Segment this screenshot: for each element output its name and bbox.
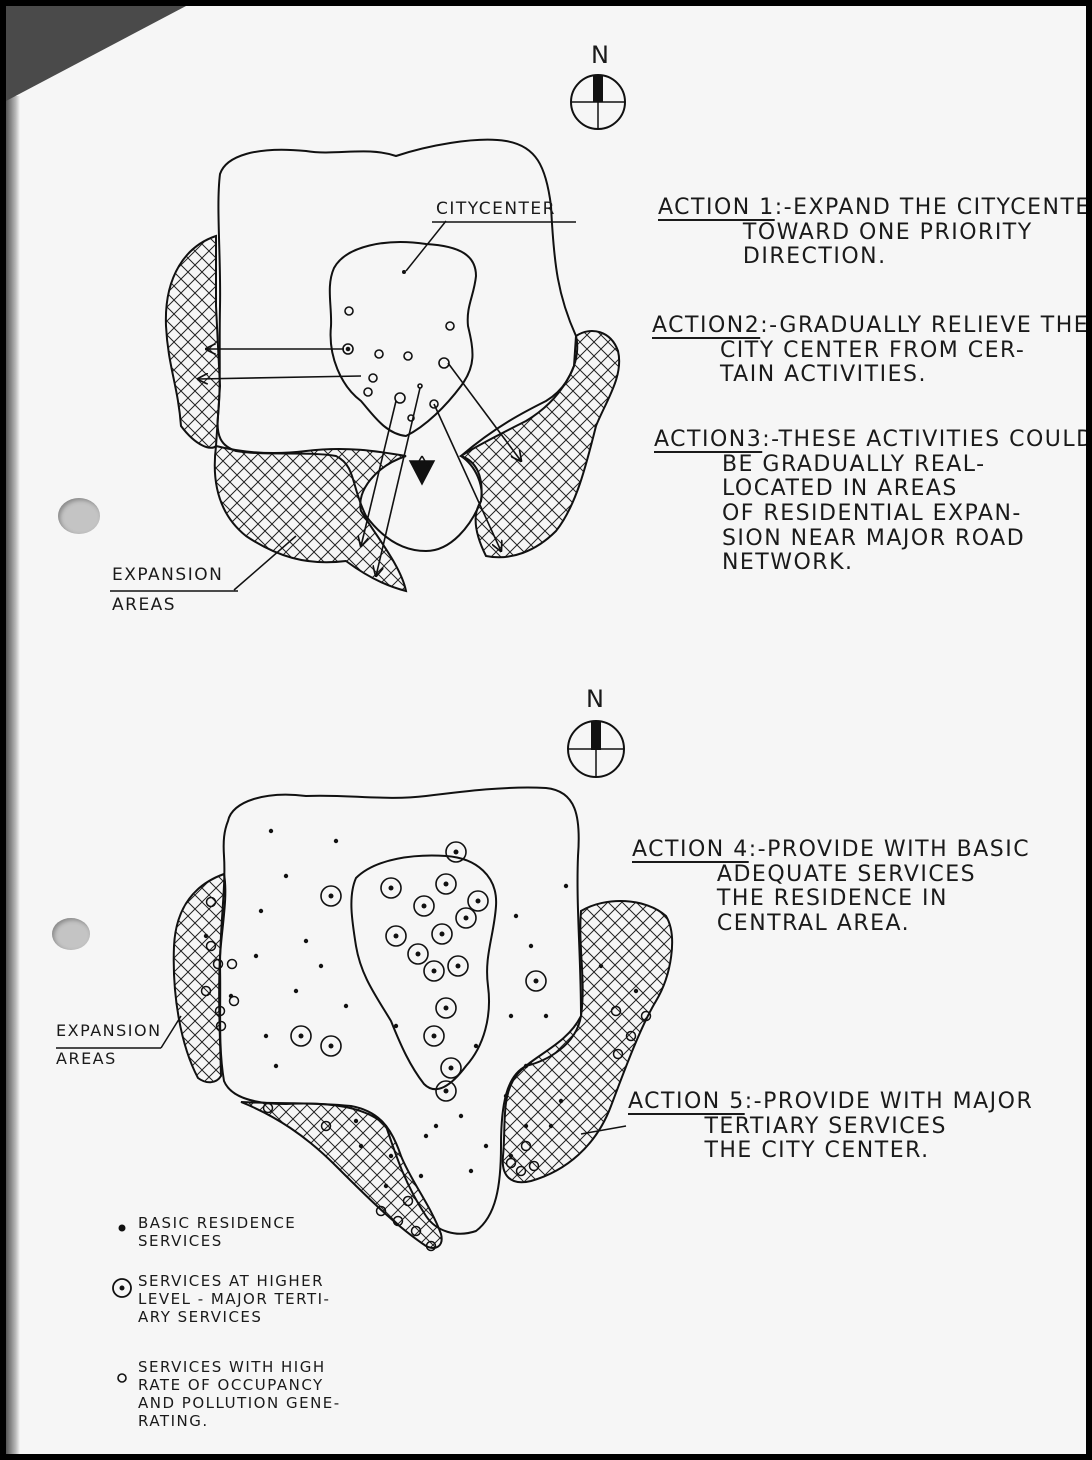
tertiary-service-center-icon [389, 886, 394, 891]
basic-service-dot-icon [469, 1169, 473, 1173]
bottom-tertiary-services [291, 842, 546, 1101]
basic-service-dot-icon [564, 884, 568, 888]
basic-service-dot-icon [514, 914, 518, 918]
basic-service-dot-icon [394, 1024, 398, 1028]
basic-service-dot-icon [459, 1114, 463, 1118]
bottom-north-label: N [586, 686, 605, 713]
action-1: ACTION 1:-EXPAND THE CITYCENTER TOWARD O… [658, 196, 1086, 270]
bottom-expansion-label-2: AREAS [56, 1050, 117, 1068]
basic-service-dot-icon [484, 1144, 488, 1148]
basic-service-dot-icon [284, 874, 288, 878]
tertiary-service-center-icon [456, 964, 461, 969]
top-expansion-west [166, 236, 220, 448]
basic-service-dot-icon [524, 1124, 528, 1128]
tertiary-service-center-icon [449, 1066, 454, 1071]
pollution-service-circle-icon [228, 960, 237, 969]
top-expansion-east [461, 331, 619, 557]
tertiary-service-center-icon [476, 899, 481, 904]
tertiary-service-center-icon [464, 916, 469, 921]
tertiary-service-center-icon [432, 1034, 437, 1039]
basic-service-dot-icon [559, 1099, 563, 1103]
tertiary-service-center-icon [416, 952, 421, 957]
basic-service-dot-icon [354, 1119, 358, 1123]
basic-service-dot-icon [304, 939, 308, 943]
basic-service-dot-icon [549, 1124, 553, 1128]
bottom-expansion-label-1: EXPANSION [56, 1022, 162, 1040]
notebook-page: N CITYCENTER EXPANSION AREAS ACTION 1:-E… [6, 6, 1086, 1454]
basic-service-dot-icon [264, 1034, 268, 1038]
legend-small-circle-icon [118, 1374, 126, 1382]
legend-symbols [113, 1225, 131, 1383]
action-3: ACTION3:-THESE ACTIVITIES COULD BE GRADU… [654, 428, 1086, 576]
action-2: ACTION2:-GRADUALLY RELIEVE THE CITY CENT… [652, 314, 1086, 388]
basic-service-dot-icon [509, 1014, 513, 1018]
action-4: ACTION 4:-PROVIDE WITH BASIC ADEQUATE SE… [632, 838, 1030, 937]
basic-service-dot-icon [634, 989, 638, 993]
tertiary-service-center-icon [534, 979, 539, 984]
action-2-head: ACTION2 [652, 313, 760, 338]
action-1-head: ACTION 1 [658, 195, 775, 220]
basic-service-dot-icon [434, 1124, 438, 1128]
basic-service-dot-icon [389, 1154, 393, 1158]
basic-service-dot-icon [509, 1154, 513, 1158]
tertiary-service-center-icon [432, 969, 437, 974]
tertiary-service-center-icon [444, 1089, 449, 1094]
top-expansion-label-2: AREAS [112, 596, 176, 615]
basic-service-dot-icon [504, 1094, 508, 1098]
basic-service-dot-icon [599, 964, 603, 968]
basic-service-dot-icon [474, 1044, 478, 1048]
basic-service-dot-icon [294, 989, 298, 993]
action-5-head: ACTION 5 [628, 1089, 745, 1114]
basic-service-dot-icon [529, 944, 533, 948]
tertiary-service-center-icon [440, 932, 445, 937]
basic-service-dot-icon [344, 1004, 348, 1008]
basic-service-dot-icon [424, 1134, 428, 1138]
city-center-label: CITYCENTER [436, 200, 556, 219]
basic-service-dot-icon [544, 1014, 548, 1018]
legend-dot-icon [119, 1225, 126, 1232]
pollution-service-circle-icon [230, 997, 239, 1006]
basic-service-dot-icon [319, 964, 323, 968]
top-road-symbol [410, 456, 434, 484]
top-north-label: N [591, 42, 610, 69]
tertiary-service-center-icon [394, 934, 399, 939]
tertiary-service-center-icon [422, 904, 427, 909]
legend-higher-services: SERVICES AT HIGHER LEVEL - MAJOR TERTI- … [138, 1272, 330, 1326]
top-expansion-label-1: EXPANSION [112, 566, 223, 585]
tertiary-service-center-icon [329, 894, 334, 899]
basic-service-dot-icon [524, 1064, 528, 1068]
legend-basic-services: BASIC RESIDENCE SERVICES [138, 1214, 296, 1250]
bottom-expansion-west [174, 874, 226, 1082]
tertiary-service-center-icon [444, 882, 449, 887]
bottom-compass [568, 721, 624, 777]
action-5: ACTION 5:-PROVIDE WITH MAJOR TERTIARY SE… [628, 1090, 1033, 1164]
legend-pollution-services: SERVICES WITH HIGH RATE OF OCCUPANCY AND… [138, 1358, 341, 1430]
basic-service-dot-icon [254, 954, 258, 958]
tertiary-service-center-icon [329, 1044, 334, 1049]
basic-service-dot-icon [204, 934, 208, 938]
tertiary-service-center-icon [444, 1006, 449, 1011]
basic-service-dot-icon [359, 1144, 363, 1148]
action-3-head: ACTION3 [654, 427, 762, 452]
basic-service-dot-icon [259, 909, 263, 913]
basic-service-dot-icon [274, 1064, 278, 1068]
tertiary-service-center-icon [454, 850, 459, 855]
basic-service-dot-icon [419, 1174, 423, 1178]
action-4-head: ACTION 4 [632, 837, 749, 862]
basic-service-dot-icon [384, 1184, 388, 1188]
basic-service-dot-icon [269, 829, 273, 833]
top-service-circles [343, 307, 454, 421]
tertiary-service-center-icon [299, 1034, 304, 1039]
basic-service-dot-icon [334, 839, 338, 843]
top-compass [571, 75, 625, 129]
